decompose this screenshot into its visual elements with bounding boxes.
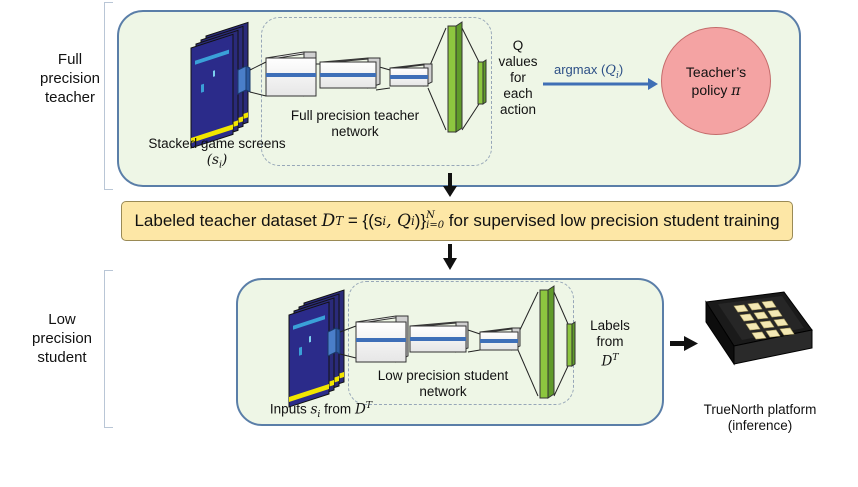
student-labels-caption: Labels from DT — [590, 318, 630, 370]
student-layer-3 — [479, 327, 521, 351]
down-arrow-teacher — [443, 173, 457, 197]
student-layer-2 — [409, 321, 469, 353]
student-network-diagram — [288, 244, 813, 408]
student-output-layer — [566, 321, 576, 367]
truenorth-chip-icon — [705, 291, 813, 366]
down-arrow-student — [443, 244, 457, 270]
teacher-game-screens — [190, 21, 251, 149]
student-input-caption: Inputs si from DT — [269, 400, 373, 421]
student-bracket — [104, 270, 113, 428]
teacher-input-caption: Stacked game screens (si) — [148, 136, 286, 171]
q-values-label: Q values for each action — [498, 38, 538, 117]
teacher-policy-circle: Teacher’s policy π — [661, 27, 771, 135]
teacher-network-label: Full precision teacher network — [290, 108, 420, 139]
truenorth-caption: TrueNorth platform (inference) — [703, 402, 817, 433]
teacher-layer-2 — [319, 57, 381, 89]
teacher-layer-3 — [389, 63, 433, 87]
teacher-network-diagram — [190, 21, 658, 197]
teacher-section-label: Full precision teacher — [39, 51, 101, 106]
student-section-label: Low precision student — [31, 311, 93, 366]
argmax-arrow — [543, 78, 658, 90]
student-network-label: Low precision student network — [377, 368, 509, 399]
teacher-output-layer — [477, 59, 487, 105]
teacher-layer-1 — [265, 51, 317, 97]
student-layer-1 — [355, 315, 409, 363]
teacher-network-box — [261, 17, 492, 166]
deploy-arrow — [670, 336, 698, 351]
student-fc-layer — [539, 285, 555, 399]
teacher-fc-layer — [447, 21, 463, 133]
teacher-bracket — [104, 2, 113, 190]
student-game-screens — [288, 289, 345, 408]
argmax-label: argmax (Qi) — [554, 62, 624, 81]
